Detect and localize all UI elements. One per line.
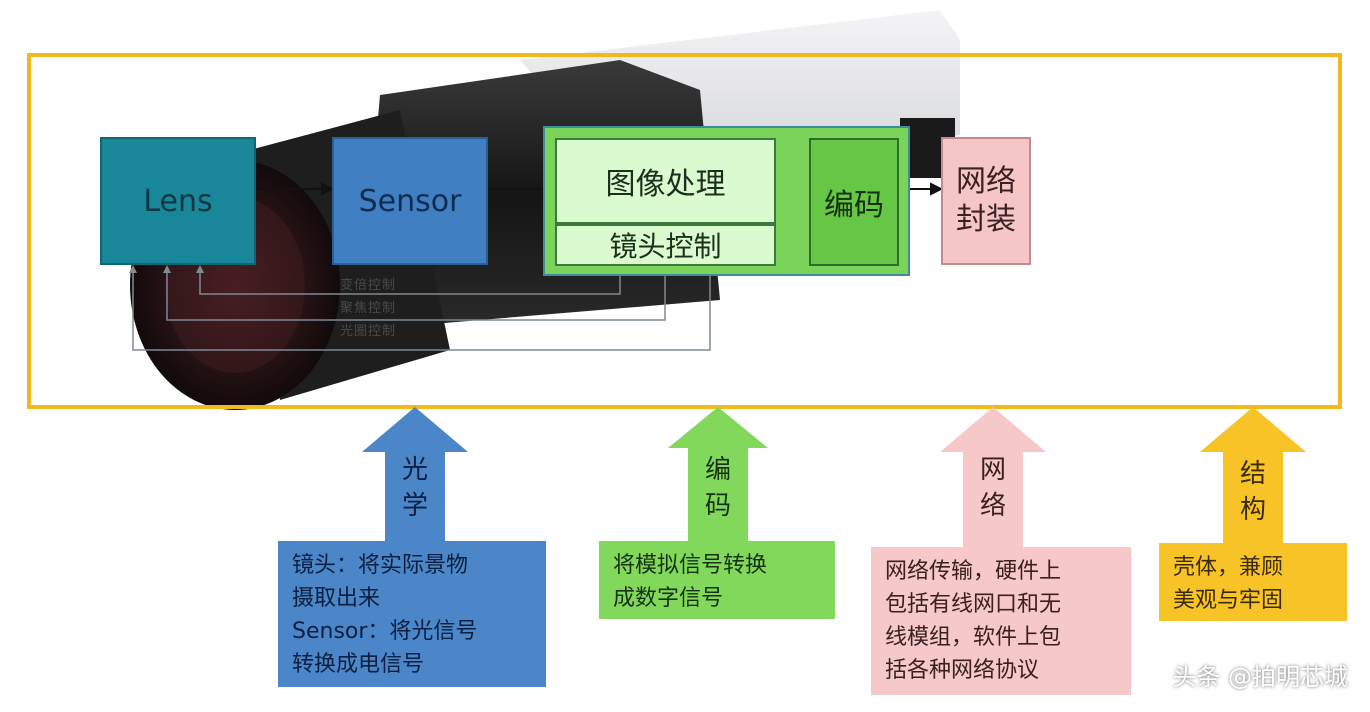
lens-control-label: 镜头控制 (609, 230, 722, 263)
network-arrow-label: 网络 (979, 455, 1006, 521)
encode-arrow-label: 编码 (704, 455, 731, 521)
system-frame (27, 53, 1342, 409)
feedback-lines (132, 266, 711, 351)
focus-control-label: 聚焦控制 (340, 301, 397, 316)
network-line: 包括有线网口和无 (885, 592, 1062, 617)
structure-arrow-label: 结构 (1239, 459, 1266, 525)
lens-block: Lens (100, 137, 256, 265)
network-description: 网络传输，硬件上 包括有线网口和无 线模组，软件上包 括各种网络协议 (871, 547, 1131, 695)
optics-arrow-label: 光学 (401, 455, 428, 521)
watermark: 头条 @拍明芯城 (1172, 663, 1348, 691)
iris-control-label: 光圈控制 (340, 324, 397, 339)
encoding-block-label: 编码 (824, 188, 884, 223)
sensor-block: Sensor (332, 137, 488, 265)
network-packaging-block: 网络封装 (941, 137, 1031, 265)
encode-description: 将模拟信号转换 成数字信号 (599, 541, 835, 619)
structure-arrow (1200, 407, 1306, 543)
encode-line: 成数字信号 (613, 586, 724, 611)
structure-line: 壳体，兼顾 (1173, 555, 1284, 580)
lens-control-block: 镜头控制 (555, 224, 776, 266)
network-line: 括各种网络协议 (885, 658, 1040, 683)
structure-description: 壳体，兼顾 美观与牢固 (1159, 543, 1347, 621)
optics-line: Sensor：将光信号 (292, 619, 478, 644)
image-processing-block: 图像处理 (555, 138, 776, 224)
lens-block-label: Lens (143, 183, 213, 219)
encode-arrow (668, 407, 768, 541)
network-line: 线模组，软件上包 (885, 625, 1062, 650)
encoding-block: 编码 (809, 138, 899, 266)
sensor-block-label: Sensor (358, 183, 462, 219)
optics-line: 摄取出来 (292, 586, 381, 611)
optics-description: 镜头：将实际景物 摄取出来 Sensor：将光信号 转换成电信号 (278, 541, 546, 687)
optics-arrow (362, 407, 468, 541)
network-arrow (940, 407, 1046, 547)
optics-line: 转换成电信号 (292, 652, 425, 677)
structure-line: 美观与牢固 (1173, 588, 1284, 613)
encode-line: 将模拟信号转换 (613, 553, 768, 578)
network-packaging-label: 网络封装 (956, 164, 1016, 237)
network-line: 网络传输，硬件上 (885, 559, 1062, 584)
feedback-arrowheads (129, 265, 204, 273)
zoom-control-label: 变倍控制 (340, 278, 397, 293)
image-processing-label: 图像处理 (605, 167, 726, 202)
optics-line: 镜头：将实际景物 (292, 553, 469, 578)
